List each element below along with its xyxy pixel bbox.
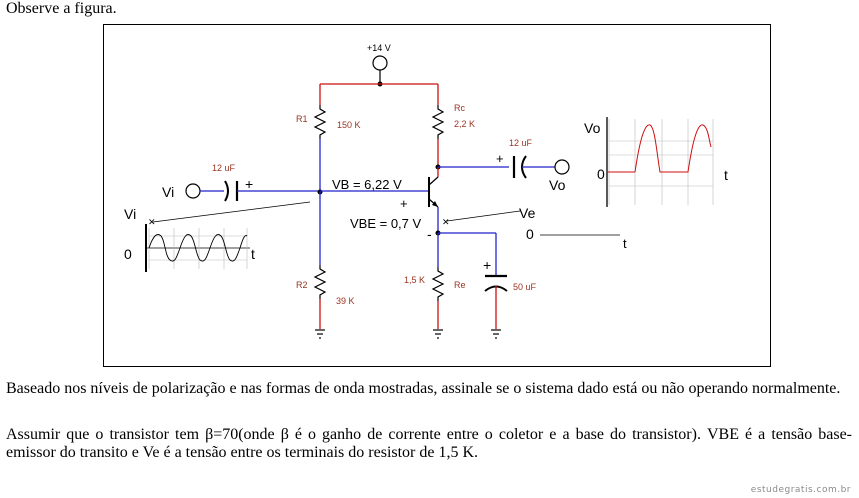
- rc-value: 2,2 K: [454, 119, 475, 129]
- vbe-text: VBE = 0,7 V: [350, 216, 422, 231]
- intro-text: Observe a figura.: [6, 0, 117, 17]
- ve-zero: 0: [526, 226, 534, 242]
- vi-terminal: [185, 183, 201, 199]
- circuit-figure: +14 V R1 150 K Rc 2,2 K + 12 uF Vo Vi 12…: [103, 24, 771, 367]
- r2-resistor: [313, 265, 327, 299]
- ve-probe-mark: ✕: [442, 217, 450, 227]
- cin-plus: +: [245, 176, 253, 192]
- cin-curve: [224, 180, 229, 202]
- r1-resistor: [313, 105, 327, 139]
- vbe-minus: -: [427, 226, 432, 242]
- paragraph-assumption: Assumir que o transistor tem β=70(onde β…: [6, 426, 852, 461]
- ground-ce: [491, 329, 501, 339]
- vi-probe-line: [152, 201, 311, 223]
- r1-name: R1: [296, 114, 308, 124]
- vo-graph-zero: 0: [597, 166, 605, 182]
- ce-plus: +: [483, 257, 491, 273]
- cin-value: 12 uF: [212, 163, 236, 173]
- vo-graph-grid: [608, 119, 714, 205]
- vi-graph-zero: 0: [124, 246, 132, 262]
- ve-probe-line: [446, 210, 521, 222]
- vb-text: VB = 6,22 V: [332, 177, 402, 192]
- vo-graph-label: Vo: [584, 120, 601, 136]
- re-name: Re: [454, 280, 466, 290]
- ve-t: t: [623, 236, 627, 251]
- vbe-plus: +: [400, 196, 408, 211]
- re-resistor: [431, 267, 445, 301]
- re-value: 1,5 K: [404, 275, 425, 285]
- transistor: [428, 176, 439, 208]
- vi-graph-label: Vi: [124, 206, 136, 222]
- vi-label: Vi: [162, 184, 174, 200]
- watermark: estudegratis.com.br: [750, 485, 851, 495]
- vi-graph-grid: [148, 228, 248, 269]
- ve-label: Ve: [519, 205, 536, 221]
- cout-plus: +: [496, 151, 504, 166]
- vi-waveform: [148, 234, 248, 262]
- rc-name: Rc: [454, 103, 465, 113]
- cout-value: 12 uF: [509, 138, 533, 148]
- ground-re: [433, 329, 443, 339]
- ce-value: 50 uF: [513, 282, 537, 292]
- r2-name: R2: [296, 280, 308, 290]
- rc-resistor: [431, 105, 445, 139]
- paragraph-question: Baseado nos níveis de polarização e nas …: [6, 380, 841, 397]
- supply-label: +14 V: [367, 43, 391, 53]
- circuit-diagram: +14 V R1 150 K Rc 2,2 K + 12 uF Vo Vi 12…: [124, 43, 728, 339]
- vo-graph-t: t: [724, 167, 728, 183]
- r2-value: 39 K: [336, 296, 355, 306]
- supply-terminal: [372, 55, 388, 87]
- vo-label: Vo: [549, 177, 566, 193]
- vi-probe-mark: ✕: [148, 217, 156, 227]
- vo-terminal: [554, 159, 570, 175]
- ground-r2: [315, 329, 325, 339]
- r1-value: 150 K: [337, 120, 361, 130]
- vo-waveform: [634, 124, 712, 173]
- vi-graph-t: t: [251, 246, 255, 262]
